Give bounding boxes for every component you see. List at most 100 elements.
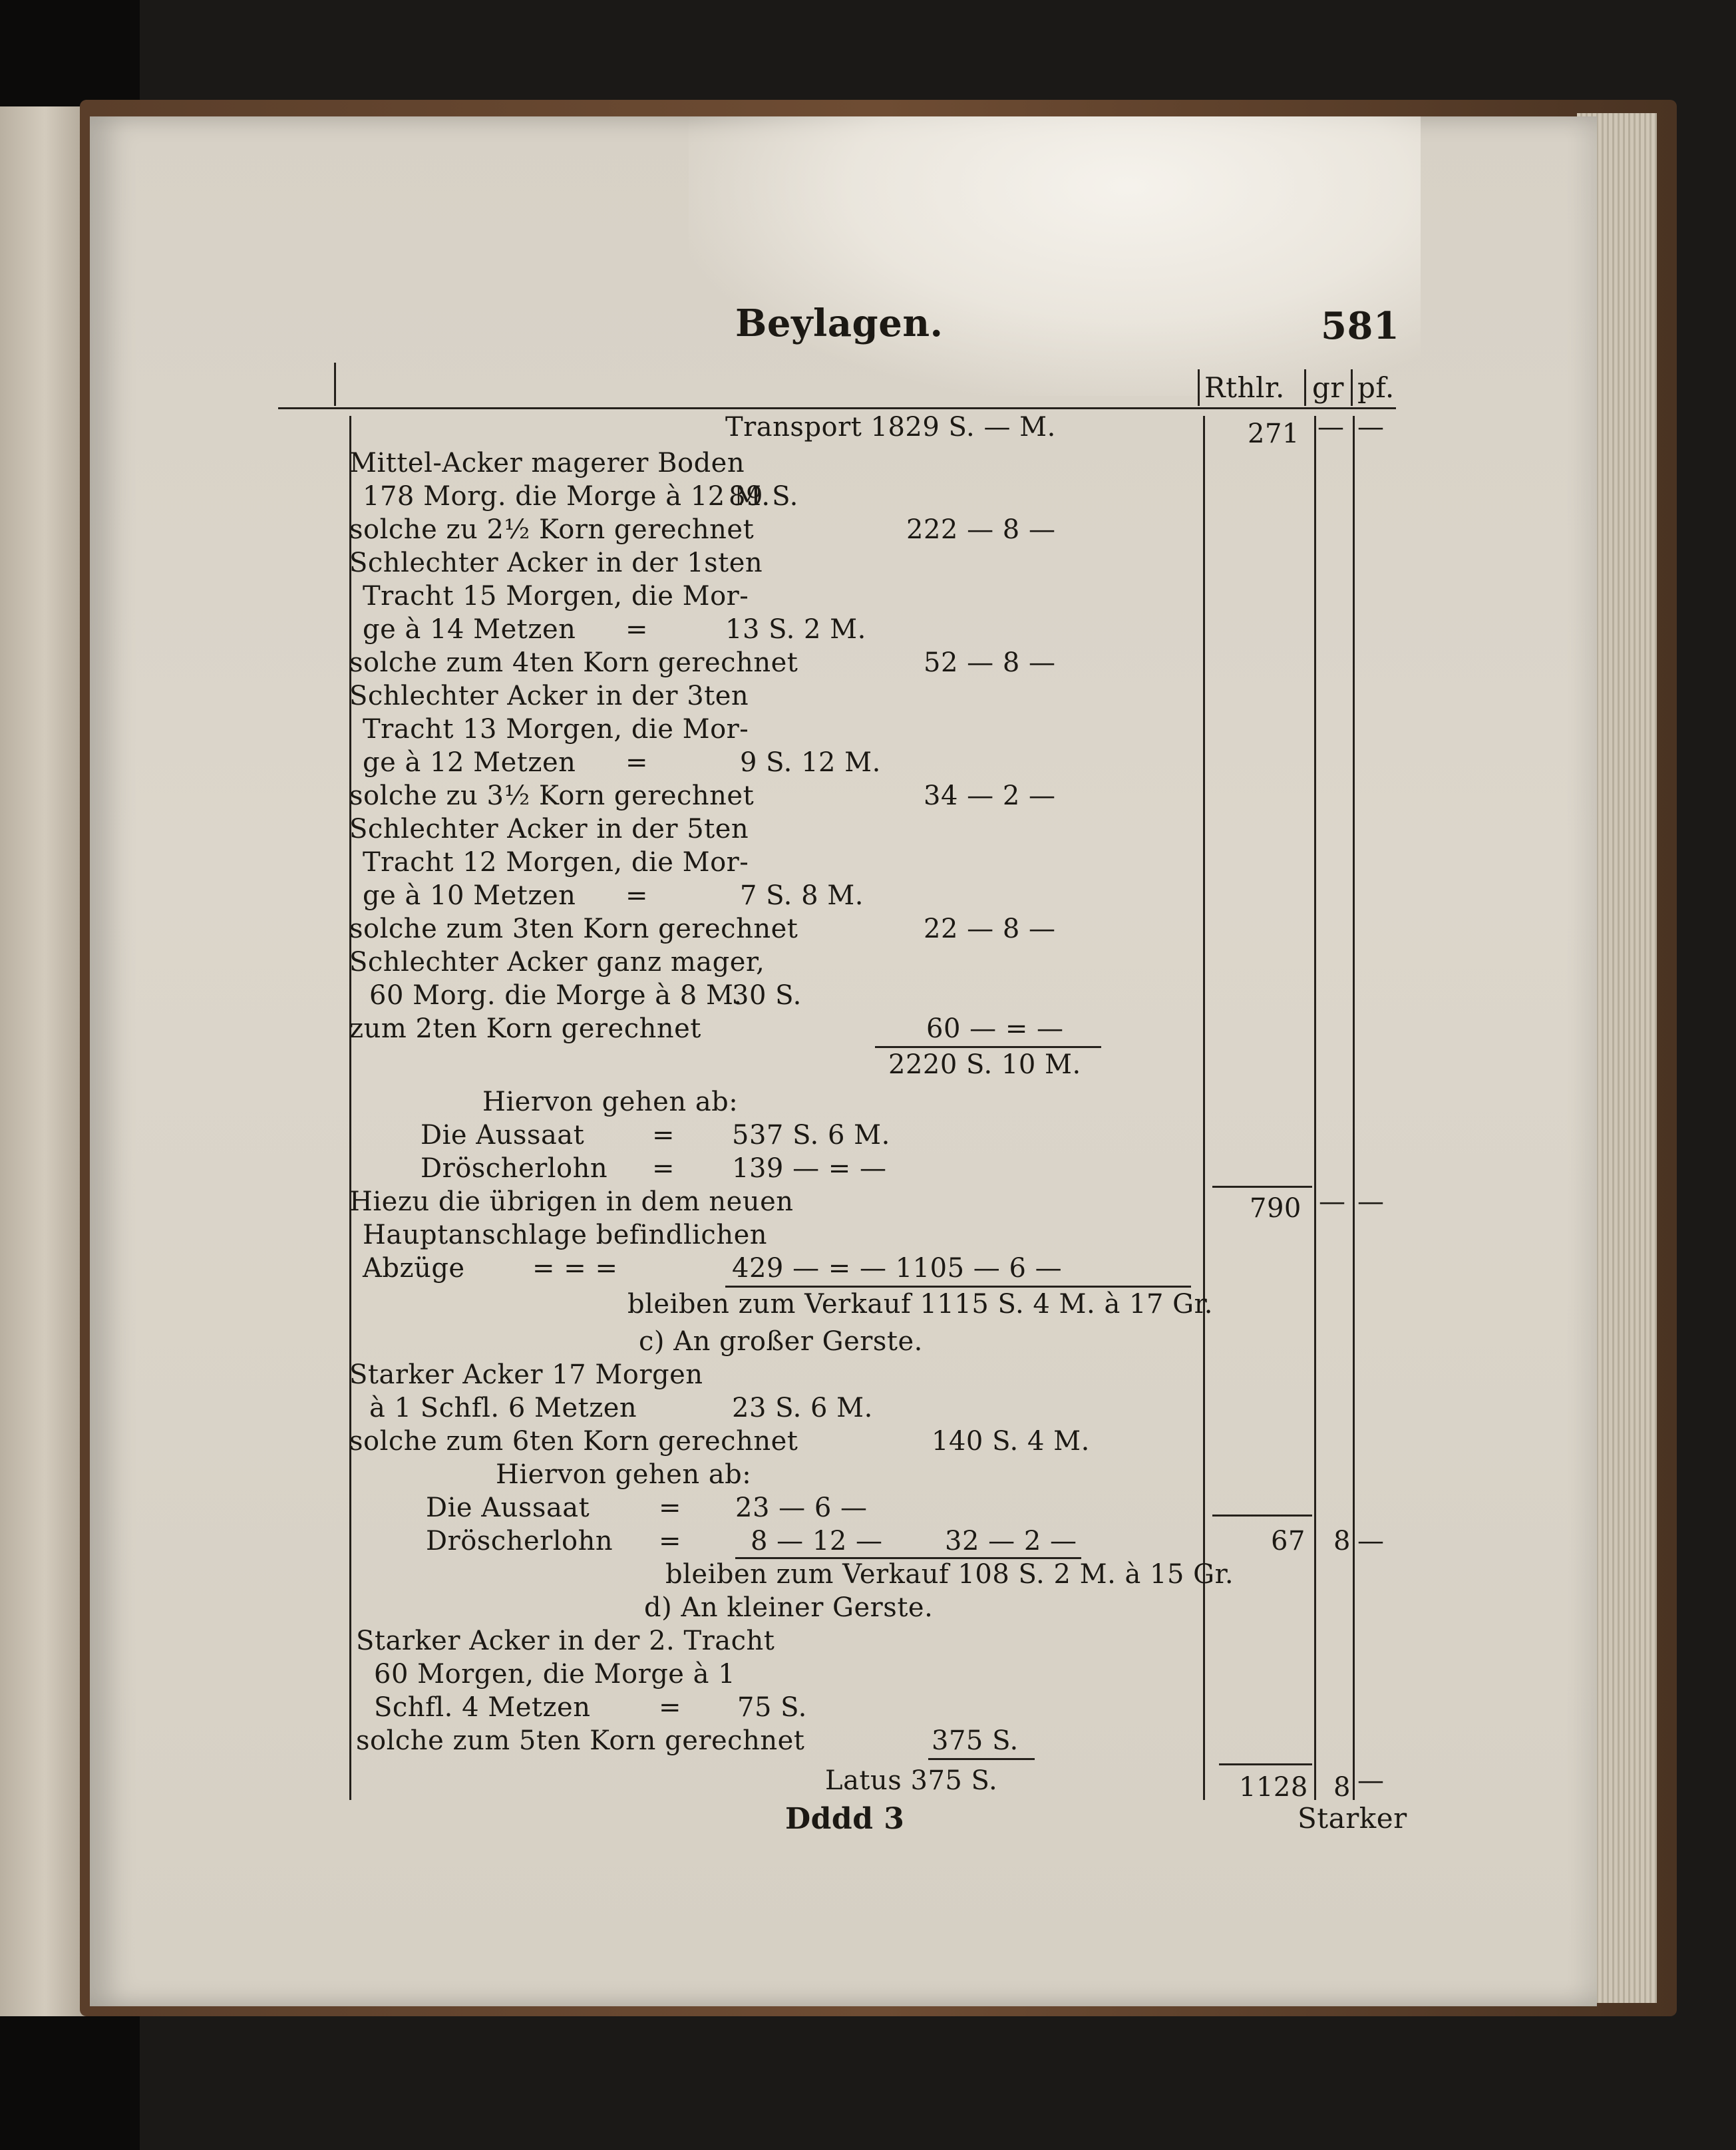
- book-page: [90, 116, 1597, 2006]
- total-rule: [1212, 1186, 1312, 1188]
- amount: 9 S. 12 M.: [740, 747, 881, 778]
- section-subheading: Hiervon gehen ab:: [482, 1087, 739, 1117]
- ledger-line: Schlechter Acker ganz mager,: [349, 947, 765, 978]
- ledger-line: solche zum 6ten Korn gerechnet: [349, 1426, 798, 1457]
- ledger-line: 60 Morg. die Morge à 8 M.: [369, 980, 743, 1011]
- ditto-mark: =: [659, 1692, 682, 1723]
- result: 375 S.: [932, 1725, 1019, 1756]
- column-header-pf: pf.: [1357, 371, 1395, 404]
- sum-rule: [928, 1758, 1035, 1760]
- remaining-for-sale: bleiben zum Verkauf 108 S. 2 M. à 15 Gr.: [665, 1559, 1234, 1590]
- ledger-line: Mittel-Acker magerer Boden: [349, 448, 745, 478]
- ledger-line: Starker Acker 17 Morgen: [349, 1359, 703, 1390]
- pf-column-rule: [1353, 416, 1355, 1800]
- left-column-rule: [349, 416, 351, 1800]
- latus-rthlr: 1128: [1239, 1772, 1308, 1803]
- ledger-line: Hiezu die übrigen in dem neuen: [349, 1186, 794, 1217]
- latus-line: Latus 375 S.: [825, 1765, 998, 1796]
- result: 60 — = —: [926, 1013, 1064, 1044]
- ditto-mark: =: [652, 1120, 675, 1151]
- amount: 537 S. 6 M.: [732, 1120, 890, 1151]
- transport-line: Transport 1829 S. — M.: [725, 412, 1056, 443]
- ledger-line: 60 Morgen, die Morge à 1: [374, 1659, 736, 1690]
- ledger-line: à 1 Schfl. 6 Metzen: [369, 1393, 637, 1423]
- result: 32 — 2 —: [945, 1526, 1077, 1556]
- page-number: 581: [1321, 304, 1400, 348]
- gr-value: —: [1319, 1186, 1346, 1217]
- ledger-line: solche zu 2½ Korn gerechnet: [349, 514, 755, 545]
- gr-value: 8: [1333, 1526, 1351, 1556]
- ledger-line: Tracht 13 Morgen, die Mor-: [363, 714, 749, 745]
- ledger-line: Schlechter Acker in der 3ten: [349, 681, 749, 711]
- column-header-rthlr: Rthlr.: [1204, 371, 1285, 404]
- amount: 13 S. 2 M.: [725, 614, 866, 645]
- ditto-marks: = = =: [532, 1253, 618, 1284]
- ledger-line: solche zum 3ten Korn gerechnet: [349, 914, 798, 944]
- result: 222 — 8 —: [906, 514, 1056, 545]
- sum-rule: [875, 1046, 1101, 1048]
- ledger-line: Schfl. 4 Metzen: [374, 1692, 591, 1723]
- subtotal: 2220 S. 10 M.: [888, 1049, 1081, 1080]
- ledger-line: zum 2ten Korn gerechnet: [349, 1013, 701, 1044]
- ledger-line: Tracht 12 Morgen, die Mor-: [363, 847, 749, 878]
- ledger-line: 178 Morg. die Morge à 12 M.: [363, 481, 771, 512]
- ledger-line: ge à 10 Metzen: [363, 880, 576, 911]
- ledger-line: Die Aussaat: [421, 1120, 585, 1151]
- header-rule: [278, 407, 1396, 409]
- rthlr-column-rule: [1203, 416, 1205, 1800]
- section-heading: d) An kleiner Gerste.: [644, 1592, 934, 1623]
- remaining-for-sale: bleiben zum Verkauf 1115 S. 4 M. à 17 Gr…: [627, 1289, 1214, 1320]
- page-title: Beylagen.: [735, 301, 944, 345]
- ditto-mark: =: [625, 614, 649, 645]
- ledger-line: Tracht 15 Morgen, die Mor-: [363, 581, 749, 612]
- catchword: Starker: [1298, 1802, 1407, 1835]
- ledger-line: Dröscherlohn: [421, 1153, 608, 1184]
- amount: 7 S. 8 M.: [740, 880, 864, 911]
- header-divider-1: [1198, 369, 1200, 406]
- header-tick: [334, 363, 336, 406]
- transport-rthlr: 271: [1248, 419, 1300, 449]
- result: 52 — 8 —: [924, 647, 1056, 678]
- amount: 75 S.: [737, 1692, 807, 1723]
- ditto-mark: =: [652, 1153, 675, 1184]
- ledger-line: Hauptanschlage befindlichen: [363, 1220, 768, 1250]
- column-header-gr: gr: [1312, 371, 1344, 404]
- total-rule: [1212, 1515, 1312, 1517]
- transport-gr: —: [1317, 412, 1345, 443]
- ledger-line: solche zum 5ten Korn gerechnet: [356, 1725, 805, 1756]
- ledger-line: Abzüge: [363, 1253, 465, 1284]
- amount: 8 — 12 —: [751, 1526, 883, 1556]
- amount: 30 S.: [732, 980, 802, 1011]
- ledger-line: Starker Acker in der 2. Tracht: [356, 1626, 775, 1656]
- result: 34 — 2 —: [924, 781, 1056, 811]
- pf-value: —: [1357, 1186, 1385, 1217]
- ledger-line: ge à 14 Metzen: [363, 614, 576, 645]
- amount: 23 S. 6 M.: [732, 1393, 873, 1423]
- ditto-mark: =: [659, 1493, 682, 1523]
- result: 22 — 8 —: [924, 914, 1056, 944]
- ledger-line: Die Aussaat: [426, 1493, 590, 1523]
- result: 140 S. 4 M.: [932, 1426, 1090, 1457]
- total-rule: [1219, 1763, 1312, 1765]
- header-divider-2: [1304, 369, 1306, 406]
- amount: 139 — = —: [732, 1153, 887, 1184]
- header-divider-3: [1351, 369, 1353, 406]
- ledger-line: solche zum 4ten Korn gerechnet: [349, 647, 798, 678]
- latus-gr: 8: [1333, 1772, 1351, 1803]
- pf-value: —: [1357, 1526, 1385, 1556]
- water-stain: [689, 116, 1421, 396]
- amount: 429 — = — 1105 — 6 —: [732, 1253, 1063, 1284]
- transport-pf: —: [1357, 412, 1385, 443]
- ledger-line: ge à 12 Metzen: [363, 747, 576, 778]
- rthlr-value: 67: [1271, 1526, 1305, 1556]
- sum-rule: [725, 1286, 1191, 1288]
- ledger-line: Dröscherlohn: [426, 1526, 613, 1556]
- section-subheading: Hiervon gehen ab:: [496, 1459, 752, 1490]
- ditto-mark: =: [625, 880, 649, 911]
- ledger-line: Schlechter Acker in der 5ten: [349, 814, 749, 844]
- gr-column-rule: [1314, 416, 1316, 1800]
- amount: 89 S.: [729, 481, 798, 512]
- ditto-mark: =: [625, 747, 649, 778]
- latus-pf: —: [1357, 1765, 1385, 1796]
- signature-mark: Dddd 3: [785, 1802, 905, 1836]
